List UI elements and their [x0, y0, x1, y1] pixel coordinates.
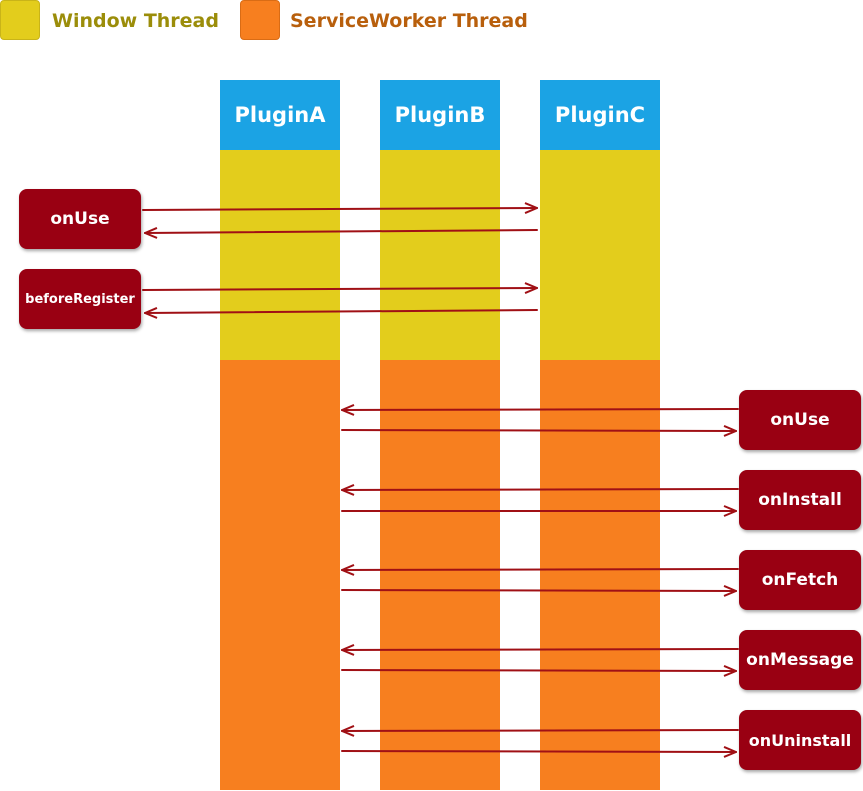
- service-worker-segment: [220, 360, 340, 790]
- call-arrow: [342, 730, 739, 731]
- hook-sw-onmessage: onMessage: [739, 630, 861, 690]
- service-worker-thread-label: ServiceWorker Thread: [290, 10, 528, 32]
- call-arrow: [342, 489, 739, 490]
- call-arrow: [342, 569, 739, 570]
- plugin-header: PluginB: [380, 80, 500, 150]
- window-thread-segment: [220, 150, 340, 360]
- hook-sw-oninstall: onInstall: [739, 470, 861, 530]
- return-arrow: [341, 430, 736, 431]
- window-thread-segment: [380, 150, 500, 360]
- plugin-column-b: PluginB: [380, 80, 500, 790]
- plugin-column-a: PluginA: [220, 80, 340, 790]
- return-arrow: [341, 670, 736, 671]
- hook-sw-onuse: onUse: [739, 390, 861, 450]
- window-thread-swatch: [0, 0, 40, 40]
- window-thread-label: Window Thread: [52, 10, 219, 32]
- plugin-header: PluginA: [220, 80, 340, 150]
- hook-window-beforeregister: beforeRegister: [19, 269, 141, 329]
- hook-window-onuse: onUse: [19, 189, 141, 249]
- plugin-header: PluginC: [540, 80, 660, 150]
- return-arrow: [145, 230, 538, 233]
- call-arrow: [342, 409, 739, 410]
- return-arrow: [341, 590, 736, 591]
- return-arrow: [145, 310, 538, 313]
- window-thread-segment: [540, 150, 660, 360]
- hook-sw-onuninstall: onUninstall: [739, 710, 861, 770]
- call-arrow: [342, 649, 739, 650]
- hook-sw-onfetch: onFetch: [739, 550, 861, 610]
- service-worker-segment: [380, 360, 500, 790]
- service-worker-thread-swatch: [240, 0, 280, 40]
- call-arrow: [142, 208, 537, 210]
- call-arrow: [142, 288, 537, 290]
- return-arrow: [341, 751, 736, 752]
